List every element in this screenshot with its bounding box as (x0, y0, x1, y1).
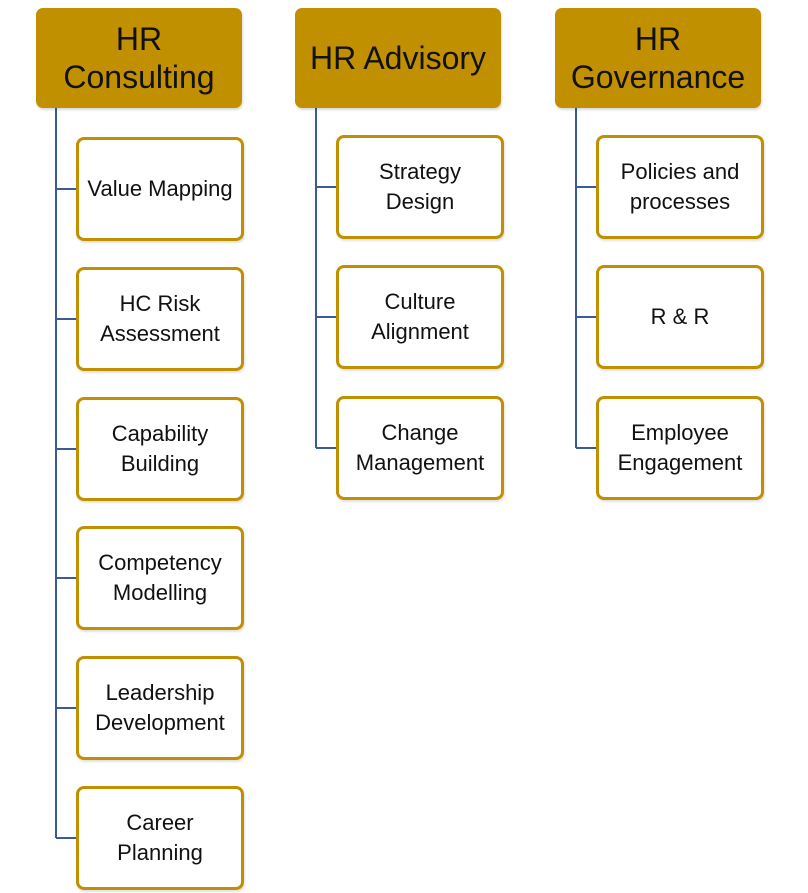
hc-risk-assessment-box: HC Risk Assessment (76, 267, 244, 371)
box-label: Career Planning (117, 810, 203, 865)
box-label: Competency Modelling (98, 550, 222, 605)
box-label: HC Risk Assessment (100, 291, 220, 346)
career-planning-box: Career Planning (76, 786, 244, 890)
box-label: Culture Alignment (371, 289, 469, 344)
strategy-design-box: Strategy Design (336, 135, 504, 239)
employee-engagement-box: Employee Engagement (596, 396, 764, 500)
box-label: Capability Building (111, 421, 209, 476)
hr-governance-header: HR Governance (555, 8, 761, 108)
hr-consulting-header: HR Consulting (36, 8, 242, 108)
hr-governance-title: HR Governance (570, 21, 746, 95)
r-and-r-box: R & R (596, 265, 764, 369)
box-label: Leadership Development (95, 680, 225, 735)
hr-consulting-title: HR Consulting (63, 21, 215, 95)
capability-building-box: Capability Building (76, 397, 244, 501)
culture-alignment-box: Culture Alignment (336, 265, 504, 369)
hr-advisory-header: HR Advisory (295, 8, 501, 108)
leadership-development-box: Leadership Development (76, 656, 244, 760)
box-label: Employee Engagement (617, 420, 743, 475)
box-label: Change Management (355, 420, 485, 475)
box-label: R & R (650, 304, 710, 329)
policies-and-processes-box: Policies and processes (596, 135, 764, 239)
hr-advisory-title: HR Advisory (309, 40, 487, 76)
box-label: Value Mapping (87, 176, 233, 201)
competency-modelling-box: Competency Modelling (76, 526, 244, 630)
change-management-box: Change Management (336, 396, 504, 500)
box-label: Strategy Design (379, 159, 461, 214)
value-mapping-box: Value Mapping (76, 137, 244, 241)
box-label: Policies and processes (620, 159, 740, 214)
